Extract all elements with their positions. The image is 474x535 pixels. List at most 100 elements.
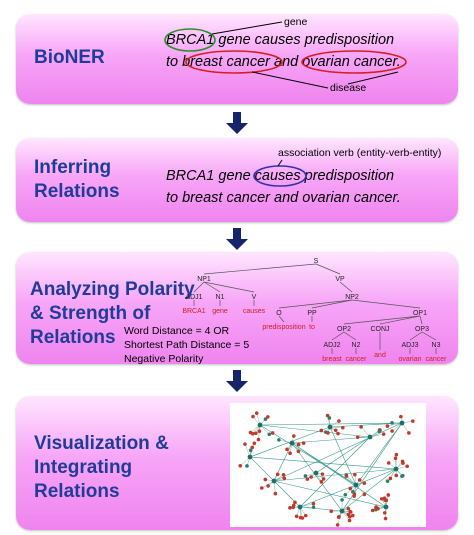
network-node xyxy=(273,491,278,496)
tree-word-brca1: BRCA1 xyxy=(182,308,205,315)
network-node xyxy=(370,508,375,513)
tree-word-and: and xyxy=(374,352,386,359)
network-node xyxy=(401,461,405,465)
network-hub-node xyxy=(383,504,389,510)
word-distance-text: Word Distance = 4 OR xyxy=(124,325,230,337)
network-node xyxy=(288,451,292,456)
network-edge xyxy=(291,442,387,508)
network-node xyxy=(267,432,272,437)
network-edge xyxy=(273,468,397,482)
network-edge xyxy=(259,424,371,438)
network-hub-node xyxy=(327,424,333,430)
tree-label-v: V xyxy=(252,294,257,301)
tree-label-n1: N1 xyxy=(216,294,225,301)
network-node xyxy=(400,474,404,479)
network-node xyxy=(386,493,391,497)
tree-label-pp: PP xyxy=(307,310,317,317)
inferring-sentence-line1: BRCA1 gene causes predisposition xyxy=(166,168,395,184)
network-node xyxy=(344,474,349,478)
network-node xyxy=(348,486,353,491)
network-node xyxy=(336,515,341,519)
network-node xyxy=(291,505,295,510)
network-node xyxy=(254,411,259,415)
network-node xyxy=(355,435,360,439)
network-node xyxy=(325,413,330,418)
network-edge xyxy=(273,480,387,508)
network-node xyxy=(251,431,255,436)
network-node xyxy=(329,509,334,514)
tree-label-o: O xyxy=(276,310,282,317)
network-hub-node xyxy=(247,454,253,460)
network-node xyxy=(288,506,292,510)
tree-label-adj1: ADJ1 xyxy=(185,294,202,301)
gene-pointer xyxy=(211,21,283,35)
network-edge xyxy=(273,422,403,482)
inferring-annotations xyxy=(253,159,307,187)
tree-word-predisposition: predisposition xyxy=(262,324,305,331)
network-node xyxy=(405,464,409,469)
network-node xyxy=(385,479,390,483)
network-hub-node xyxy=(339,508,345,514)
network-node xyxy=(296,449,301,454)
network-edge xyxy=(299,436,371,508)
tree-label-op2: OP2 xyxy=(337,326,351,333)
network-node xyxy=(296,442,301,447)
network-node xyxy=(251,414,255,419)
network-node xyxy=(294,514,299,519)
network-node xyxy=(347,518,352,523)
note-disease: disease xyxy=(330,82,367,94)
disease-pointer-1 xyxy=(251,71,329,89)
network-node xyxy=(319,480,324,484)
network-node xyxy=(303,513,308,518)
network-node xyxy=(309,475,313,479)
network-node xyxy=(399,414,403,419)
tree-label-op3: OP3 xyxy=(415,326,429,333)
network-node xyxy=(320,472,325,476)
tree-label-np1: NP1 xyxy=(197,276,211,283)
bioner-sentence-line1: BRCA1 gene causes predisposition xyxy=(166,32,395,48)
network-graph xyxy=(238,411,415,527)
network-node xyxy=(388,476,393,481)
verb-circle xyxy=(253,165,307,187)
network-edge xyxy=(355,422,403,486)
note-association-verb: association verb (entity-verb-entity) xyxy=(278,147,442,159)
tree-word-to: to xyxy=(309,324,315,331)
note-gene: gene xyxy=(284,16,308,28)
network-edge xyxy=(299,468,397,508)
tree-label-s: S xyxy=(314,258,319,265)
network-node xyxy=(326,431,330,435)
network-hub-node xyxy=(353,482,359,488)
network-node xyxy=(266,484,270,488)
network-node xyxy=(277,438,281,442)
network-node xyxy=(311,501,316,506)
network-hub-node xyxy=(367,434,373,440)
network-node xyxy=(394,473,399,478)
network-node xyxy=(327,416,332,420)
network-node xyxy=(300,516,305,520)
network-node xyxy=(383,516,388,521)
network-node xyxy=(293,500,297,505)
network-node xyxy=(336,431,340,436)
stage-title-bioner: BioNER xyxy=(34,47,105,68)
network-node xyxy=(337,419,341,423)
network-node xyxy=(260,486,264,490)
network-node xyxy=(266,415,270,419)
network-node xyxy=(340,498,344,502)
tree-word-cancer: cancer xyxy=(345,356,367,363)
network-node xyxy=(411,419,415,423)
network-node xyxy=(377,429,382,434)
tree-word-gene: gene xyxy=(212,308,228,315)
network-edge xyxy=(259,422,403,426)
network-edge xyxy=(341,468,397,512)
network-node xyxy=(343,492,348,497)
network-node xyxy=(374,505,378,509)
network-hub-node xyxy=(313,470,319,476)
network-edge xyxy=(249,456,275,482)
tree-word-breast: breast xyxy=(322,356,342,363)
network-node xyxy=(311,505,316,510)
network-node xyxy=(357,478,362,482)
tree-label-vp: VP xyxy=(335,276,345,283)
network-node xyxy=(350,513,355,518)
network-hub-node xyxy=(257,422,263,428)
down-arrow-icon xyxy=(226,112,248,134)
